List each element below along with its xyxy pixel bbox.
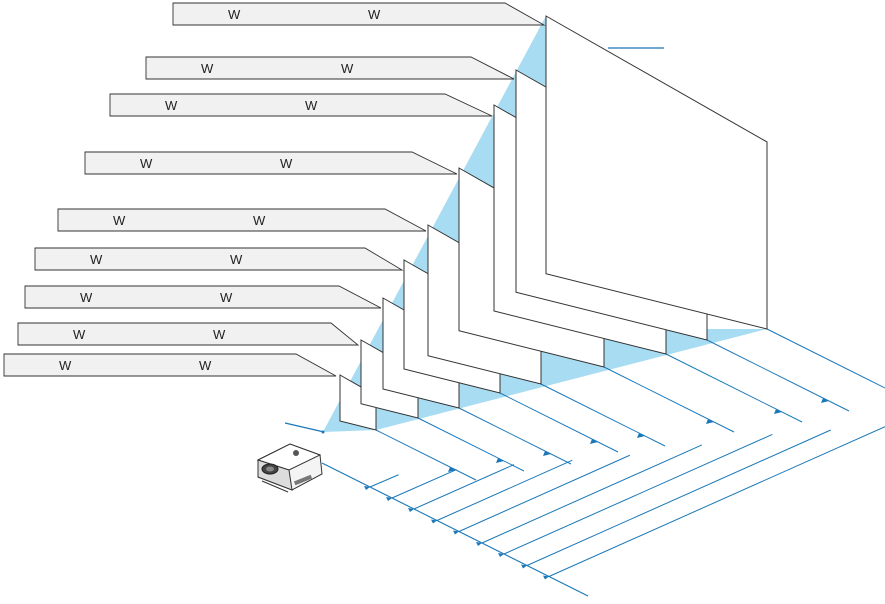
width-label: W <box>220 290 233 305</box>
width-label: W <box>253 213 266 228</box>
lens-origin-marker <box>321 430 325 434</box>
screen-arrow <box>543 451 551 456</box>
distance-arrow <box>453 530 459 535</box>
lens-leader-line <box>284 422 325 433</box>
distance-arrow <box>386 497 392 501</box>
banner-shape <box>84 151 458 175</box>
distance-line <box>503 433 773 555</box>
width-label: W <box>228 7 241 22</box>
screen-arrow <box>774 409 782 414</box>
width-label: W <box>201 61 214 76</box>
banner-shape <box>109 93 493 117</box>
width-label: W <box>368 7 381 22</box>
screen-extension-line <box>499 392 619 453</box>
distance-line <box>548 426 885 577</box>
distance-arrow <box>543 575 549 580</box>
distance-line <box>526 429 831 566</box>
screen-arrow <box>821 398 829 403</box>
width-label: W <box>230 252 243 267</box>
banner-shape <box>24 285 382 309</box>
screen-arrow <box>706 419 714 424</box>
banner-shape <box>17 322 360 346</box>
width-label: W <box>113 213 126 228</box>
width-label: W <box>80 290 93 305</box>
distance-dimension-lines <box>321 328 885 597</box>
distance-arrow <box>498 553 504 557</box>
screens <box>339 15 768 431</box>
distance-arrow <box>521 564 527 569</box>
screen-arrow <box>590 439 598 444</box>
screen-extension-line <box>375 429 477 481</box>
width-label: W <box>165 98 178 113</box>
distance-line <box>481 444 703 544</box>
screen-arrow <box>448 467 456 472</box>
projector-icon <box>256 443 323 493</box>
width-label: W <box>213 327 226 342</box>
screen-extension-line <box>417 417 525 472</box>
banner-shape <box>57 208 427 232</box>
distance-line <box>436 459 573 521</box>
banner-shape <box>34 247 404 271</box>
width-label: W <box>341 61 354 76</box>
distance-arrow <box>476 542 482 546</box>
screen-arrow <box>496 458 504 463</box>
width-label: W <box>305 98 318 113</box>
width-label: W <box>59 358 72 373</box>
banner-shape <box>172 2 546 26</box>
distance-arrow <box>431 519 437 524</box>
width-label: W <box>140 156 153 171</box>
distance-arrow <box>408 508 414 512</box>
screen-extension-line <box>766 328 885 389</box>
distance-arrow <box>364 486 370 490</box>
screen-panel <box>545 15 768 330</box>
width-label: W <box>199 358 212 373</box>
width-label: W <box>73 327 86 342</box>
width-label: W <box>90 252 103 267</box>
screen-extension-line <box>540 383 666 447</box>
baseline <box>321 462 589 597</box>
screen-arrow <box>637 433 645 438</box>
width-label: W <box>280 156 293 171</box>
distance-line <box>413 464 515 510</box>
screen-extension-line <box>458 407 572 465</box>
distance-line <box>369 474 399 488</box>
distance-line <box>391 469 457 499</box>
banner-shape <box>3 353 337 377</box>
banner-shape <box>145 56 515 80</box>
screen-extension-line <box>603 366 735 433</box>
distance-line <box>458 454 631 532</box>
